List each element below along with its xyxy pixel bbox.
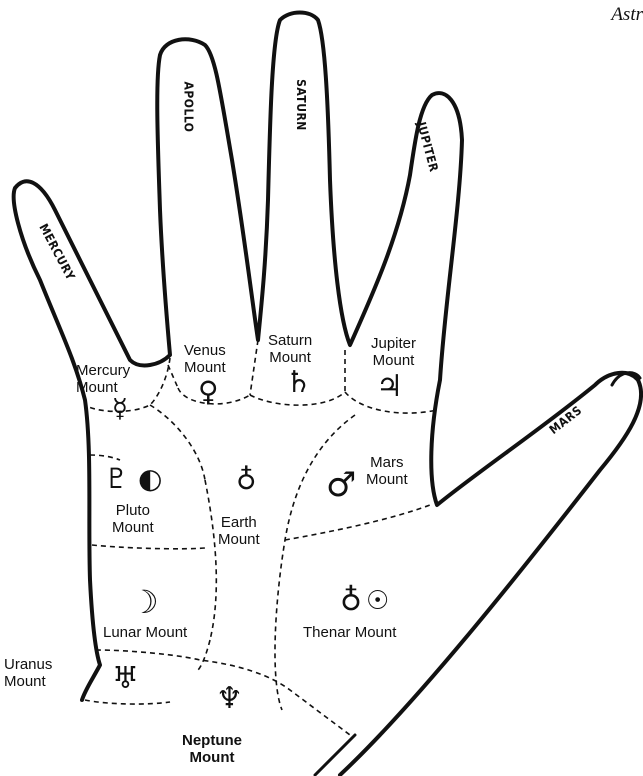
caption-text: Astr: [611, 4, 643, 26]
mars-symbol-icon: ♂: [326, 468, 356, 502]
jupiter-mount-line1: Jupiter: [371, 335, 416, 352]
saturn-mount-line2: Mount: [268, 349, 312, 366]
uranus-mount-line2: Mount: [4, 673, 52, 690]
boundary-pluto-earth: [205, 480, 216, 640]
venus-mount-line1: Venus: [184, 342, 226, 359]
uranus-mount-line1: Uranus: [4, 656, 52, 673]
mars-mount-line2: Mount: [366, 471, 408, 488]
saturn-mount-line1: Saturn: [268, 332, 312, 349]
neptune-mount-line1: Neptune: [182, 732, 242, 749]
boundary-mars-thenar: [285, 505, 430, 540]
jupiter-mount-label: Jupiter Mount: [371, 335, 416, 369]
earth-symbol-icon: ♁: [236, 466, 257, 494]
venus-mount-line2: Mount: [184, 359, 226, 376]
thenar-sun-icon: ☉: [366, 588, 389, 614]
boundary-pluto-left: [90, 455, 120, 460]
neptune-symbol-icon: ♆: [216, 684, 243, 714]
boundary-lunar-earth: [198, 640, 210, 670]
jupiter-symbol-icon: ♃: [376, 372, 403, 402]
earth-mount-label: Earth Mount: [218, 514, 260, 548]
earth-mount-line1: Earth: [218, 514, 260, 531]
uranus-symbol-icon: ♅: [112, 664, 139, 694]
pluto-mount-line1: Pluto: [112, 502, 154, 519]
thenar-earth-icon: ♁: [340, 586, 362, 616]
venus-mount-label: Venus Mount: [184, 342, 226, 376]
mars-mount-label: Mars Mount: [366, 454, 408, 488]
mercury-mount-label: Mercury Mount: [76, 362, 130, 396]
saturn-mount-label: Saturn Mount: [268, 332, 312, 366]
neptune-mount-label: Neptune Mount: [182, 732, 242, 766]
mercury-symbol-icon: ☿: [112, 396, 128, 422]
venus-symbol-icon: ♀: [198, 378, 219, 406]
pluto-mount-label: Pluto Mount: [112, 502, 154, 536]
neptune-mount-line2: Mount: [182, 749, 242, 766]
earth-mount-line2: Mount: [218, 531, 260, 548]
pluto-moon-icon: ◐: [138, 465, 162, 493]
boundary-pluto-lunar: [92, 545, 205, 549]
finger-label-saturn: SATURN: [294, 79, 308, 131]
mars-mount-line1: Mars: [366, 454, 408, 471]
pluto-symbol-icon: ♇: [104, 465, 129, 493]
jupiter-mount-line2: Mount: [371, 352, 416, 369]
uranus-mount-label: Uranus Mount: [4, 656, 52, 690]
pluto-mount-line2: Mount: [112, 519, 154, 536]
saturn-symbol-icon: ♄: [285, 368, 312, 398]
mercury-mount-line1: Mercury: [76, 362, 130, 379]
boundary-earth-mars: [275, 415, 355, 710]
thenar-mount-label: Thenar Mount: [303, 624, 396, 641]
finger-label-apollo: APOLLO: [181, 82, 195, 133]
boundary-uranus-bottom: [85, 700, 170, 704]
lunar-moon-icon: ☽: [130, 586, 159, 618]
lunar-mount-label: Lunar Mount: [103, 624, 187, 641]
